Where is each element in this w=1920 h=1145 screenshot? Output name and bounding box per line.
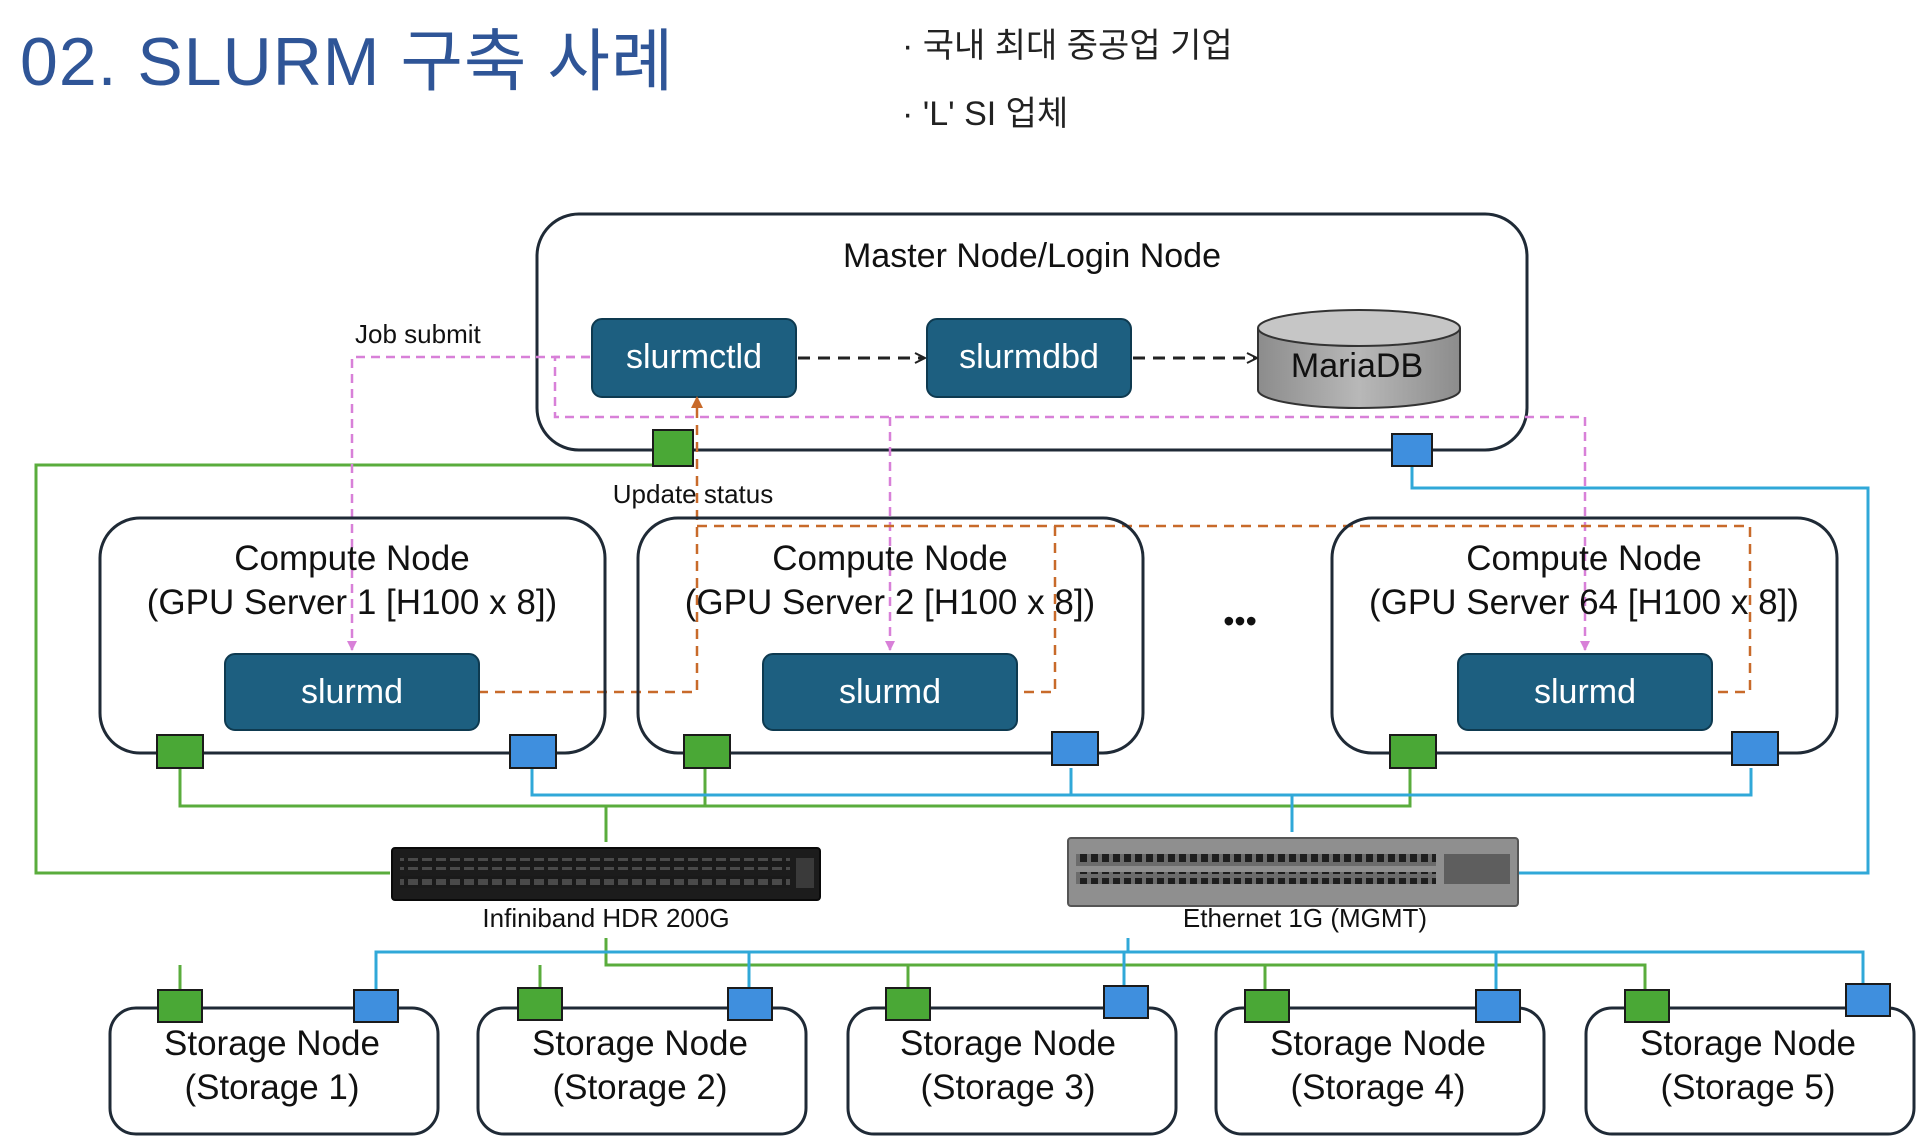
storage-1-infiniband-port xyxy=(157,989,203,1023)
slurmctld-daemon: slurmctld xyxy=(591,318,797,398)
update-status-label: Update status xyxy=(613,479,773,509)
compute-64-infiniband-port xyxy=(1389,734,1437,769)
slurmdbd-label: slurmdbd xyxy=(959,338,1099,376)
ethernet-switch-label: Ethernet 1G (MGMT) xyxy=(1183,903,1427,933)
master-node: Master Node/Login Node slurmctld slurmdb… xyxy=(535,212,1529,467)
compute-node-2-subtitle: (GPU Server 2 [H100 x 8]) xyxy=(685,583,1095,622)
storage-node-3-title: Storage Node xyxy=(900,1024,1116,1063)
mariadb-cylinder: MariaDB xyxy=(1257,309,1461,409)
job-submit-label: Job submit xyxy=(355,319,481,349)
compute-node-2: Compute Node (GPU Server 2 [H100 x 8]) s… xyxy=(636,516,1145,769)
storage-node-4-title: Storage Node xyxy=(1270,1024,1486,1063)
storage-1-ethernet-port xyxy=(353,989,399,1023)
compute-node-1-subtitle: (GPU Server 1 [H100 x 8]) xyxy=(147,583,557,622)
storage-3-infiniband-port xyxy=(885,987,931,1021)
slurmd-1-label: slurmd xyxy=(301,673,403,711)
compute-1-infiniband-port xyxy=(156,734,204,769)
bullet-company: · 국내 최대 중공업 기업 xyxy=(902,27,1233,65)
slurmd-1-box xyxy=(224,653,480,731)
storage-node-1-subtitle: (Storage 1) xyxy=(184,1068,359,1107)
slurmctld-label: slurmctld xyxy=(626,338,762,376)
infiniband-switch-label: Infiniband HDR 200G xyxy=(482,903,729,933)
infiniband-switch: Infiniband HDR 200G xyxy=(391,847,821,933)
compute-node-64: Compute Node (GPU Server 64 [H100 x 8]) … xyxy=(1330,516,1839,769)
compute-1-ethernet-port xyxy=(509,734,557,769)
storage-5-ethernet-port xyxy=(1845,983,1891,1017)
slurmd-64-label: slurmd xyxy=(1534,673,1636,711)
storage-3-ethernet-port xyxy=(1103,985,1149,1019)
compute-node-1-title: Compute Node xyxy=(234,539,469,578)
storage-node-5-subtitle: (Storage 5) xyxy=(1660,1068,1835,1107)
storage-node-4: Storage Node (Storage 4) xyxy=(1214,989,1546,1136)
ethernet-switch: Ethernet 1G (MGMT) xyxy=(1067,837,1519,933)
slurmd-64-box xyxy=(1457,653,1713,731)
compute-2-ethernet-port xyxy=(1051,731,1099,766)
storage-node-1: Storage Node (Storage 1) xyxy=(108,989,440,1136)
storage-node-4-subtitle: (Storage 4) xyxy=(1290,1068,1465,1107)
storage-node-2: Storage Node (Storage 2) xyxy=(476,987,808,1136)
compute-2-infiniband-port xyxy=(683,734,731,769)
slurmd-2-label: slurmd xyxy=(839,673,941,711)
storage-node-3-subtitle: (Storage 3) xyxy=(920,1068,1095,1107)
page-title: 02. SLURM 구축 사례 xyxy=(20,24,675,100)
compute-node-2-title: Compute Node xyxy=(772,539,1007,578)
bullet-si-vendor: · 'L' SI 업체 xyxy=(902,95,1069,133)
storage-node-2-title: Storage Node xyxy=(532,1024,748,1063)
master-ethernet-port xyxy=(1391,433,1433,467)
storage-node-5-title: Storage Node xyxy=(1640,1024,1856,1063)
master-node-title: Master Node/Login Node xyxy=(843,237,1221,275)
more-nodes-ellipsis: ••• xyxy=(1223,603,1257,639)
storage-2-ethernet-port xyxy=(727,987,773,1021)
job-submit-arrows xyxy=(347,355,1590,651)
compute-node-64-subtitle: (GPU Server 64 [H100 x 8]) xyxy=(1369,583,1799,622)
storage-node-3: Storage Node (Storage 3) xyxy=(846,985,1178,1136)
compute-node-1: Compute Node (GPU Server 1 [H100 x 8]) s… xyxy=(98,516,607,769)
storage-4-ethernet-port xyxy=(1475,989,1521,1023)
storage-4-infiniband-port xyxy=(1244,989,1290,1023)
slurmdbd-daemon: slurmdbd xyxy=(926,318,1132,398)
mariadb-label: MariaDB xyxy=(1291,347,1423,385)
storage-5-infiniband-port xyxy=(1624,989,1670,1023)
compute-node-64-title: Compute Node xyxy=(1466,539,1701,578)
storage-2-infiniband-port xyxy=(517,987,563,1021)
compute-64-ethernet-port xyxy=(1731,731,1779,766)
update-status-arrows xyxy=(478,396,1752,694)
master-infiniband-port xyxy=(652,429,694,467)
storage-node-5: Storage Node (Storage 5) xyxy=(1584,983,1916,1136)
storage-node-2-subtitle: (Storage 2) xyxy=(552,1068,727,1107)
ethernet-network-lines xyxy=(374,466,1870,1000)
storage-node-1-title: Storage Node xyxy=(164,1024,380,1063)
slurmd-2-box xyxy=(762,653,1018,731)
